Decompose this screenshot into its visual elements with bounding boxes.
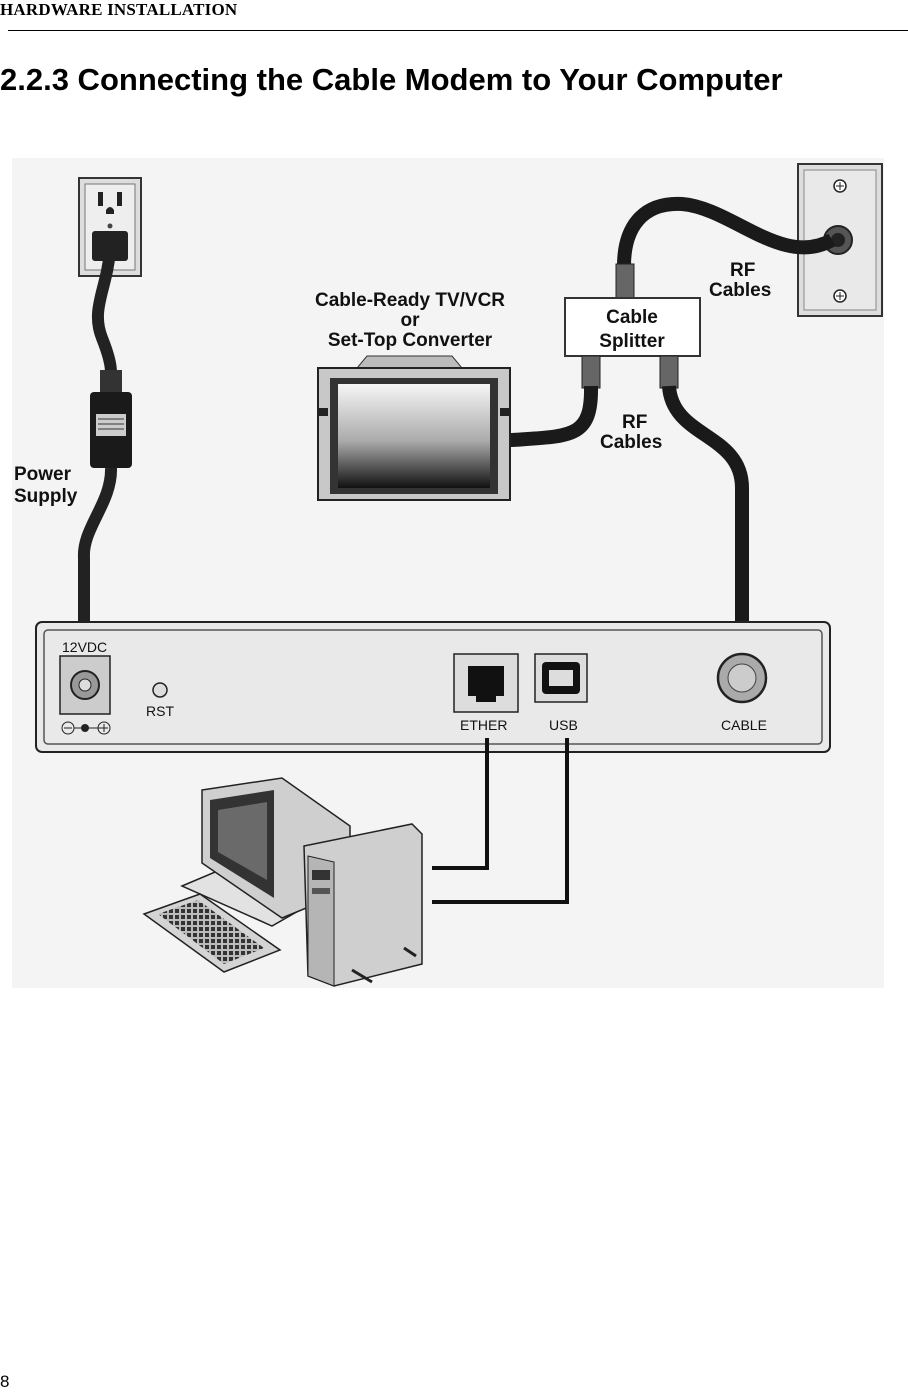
power-supply-label-1: Power <box>14 464 72 485</box>
desktop-computer <box>142 777 423 987</box>
rf-cable-wall <box>617 196 836 267</box>
splitter-label-2: Splitter <box>599 331 665 352</box>
rf-connector-left <box>581 355 601 389</box>
section-heading: 2.2.3 Connecting the Cable Modem to Your… <box>0 62 783 97</box>
power-supply-label-2: Supply <box>14 486 78 507</box>
rf-cable-tv <box>507 385 599 447</box>
splitter-label-1: Cable <box>606 307 658 328</box>
rf-cables-top-label-2: Cables <box>709 280 771 301</box>
power-cord-lower <box>77 467 118 628</box>
rf-connector-top <box>615 263 635 299</box>
tv-label-2: or <box>401 310 421 331</box>
cable-modem-panel <box>35 621 831 753</box>
tv-label-1: Cable-Ready TV/VCR <box>315 290 505 311</box>
page-number: 8 <box>0 1372 10 1391</box>
power-adapter <box>90 370 132 468</box>
cable-splitter: Cable Splitter <box>564 297 701 357</box>
reset-button <box>152 682 168 698</box>
connection-diagram: Power Supply RF Cables Cable Splitter RF… <box>12 158 884 988</box>
rf-cables-mid-label-2: Cables <box>600 432 662 453</box>
rf-connector-right <box>659 355 679 389</box>
rf-cables-top-label-1: RF <box>730 260 755 281</box>
port-label-usb: USB <box>549 717 578 733</box>
television <box>317 355 511 501</box>
rf-cables-mid-label-1: RF <box>622 412 647 433</box>
tv-label-3: Set-Top Converter <box>328 330 493 351</box>
header-rule <box>8 30 908 31</box>
running-header: HARDWARE INSTALLATION <box>0 0 238 19</box>
ethernet-cable <box>432 738 489 870</box>
port-label-ether: ETHER <box>460 717 507 733</box>
port-label-cable: CABLE <box>721 717 767 733</box>
usb-cable <box>432 738 569 904</box>
power-outlet <box>78 177 142 277</box>
port-label-12vdc: 12VDC <box>62 639 107 655</box>
rf-cable-modem <box>662 385 749 636</box>
port-label-rst: RST <box>146 703 174 719</box>
